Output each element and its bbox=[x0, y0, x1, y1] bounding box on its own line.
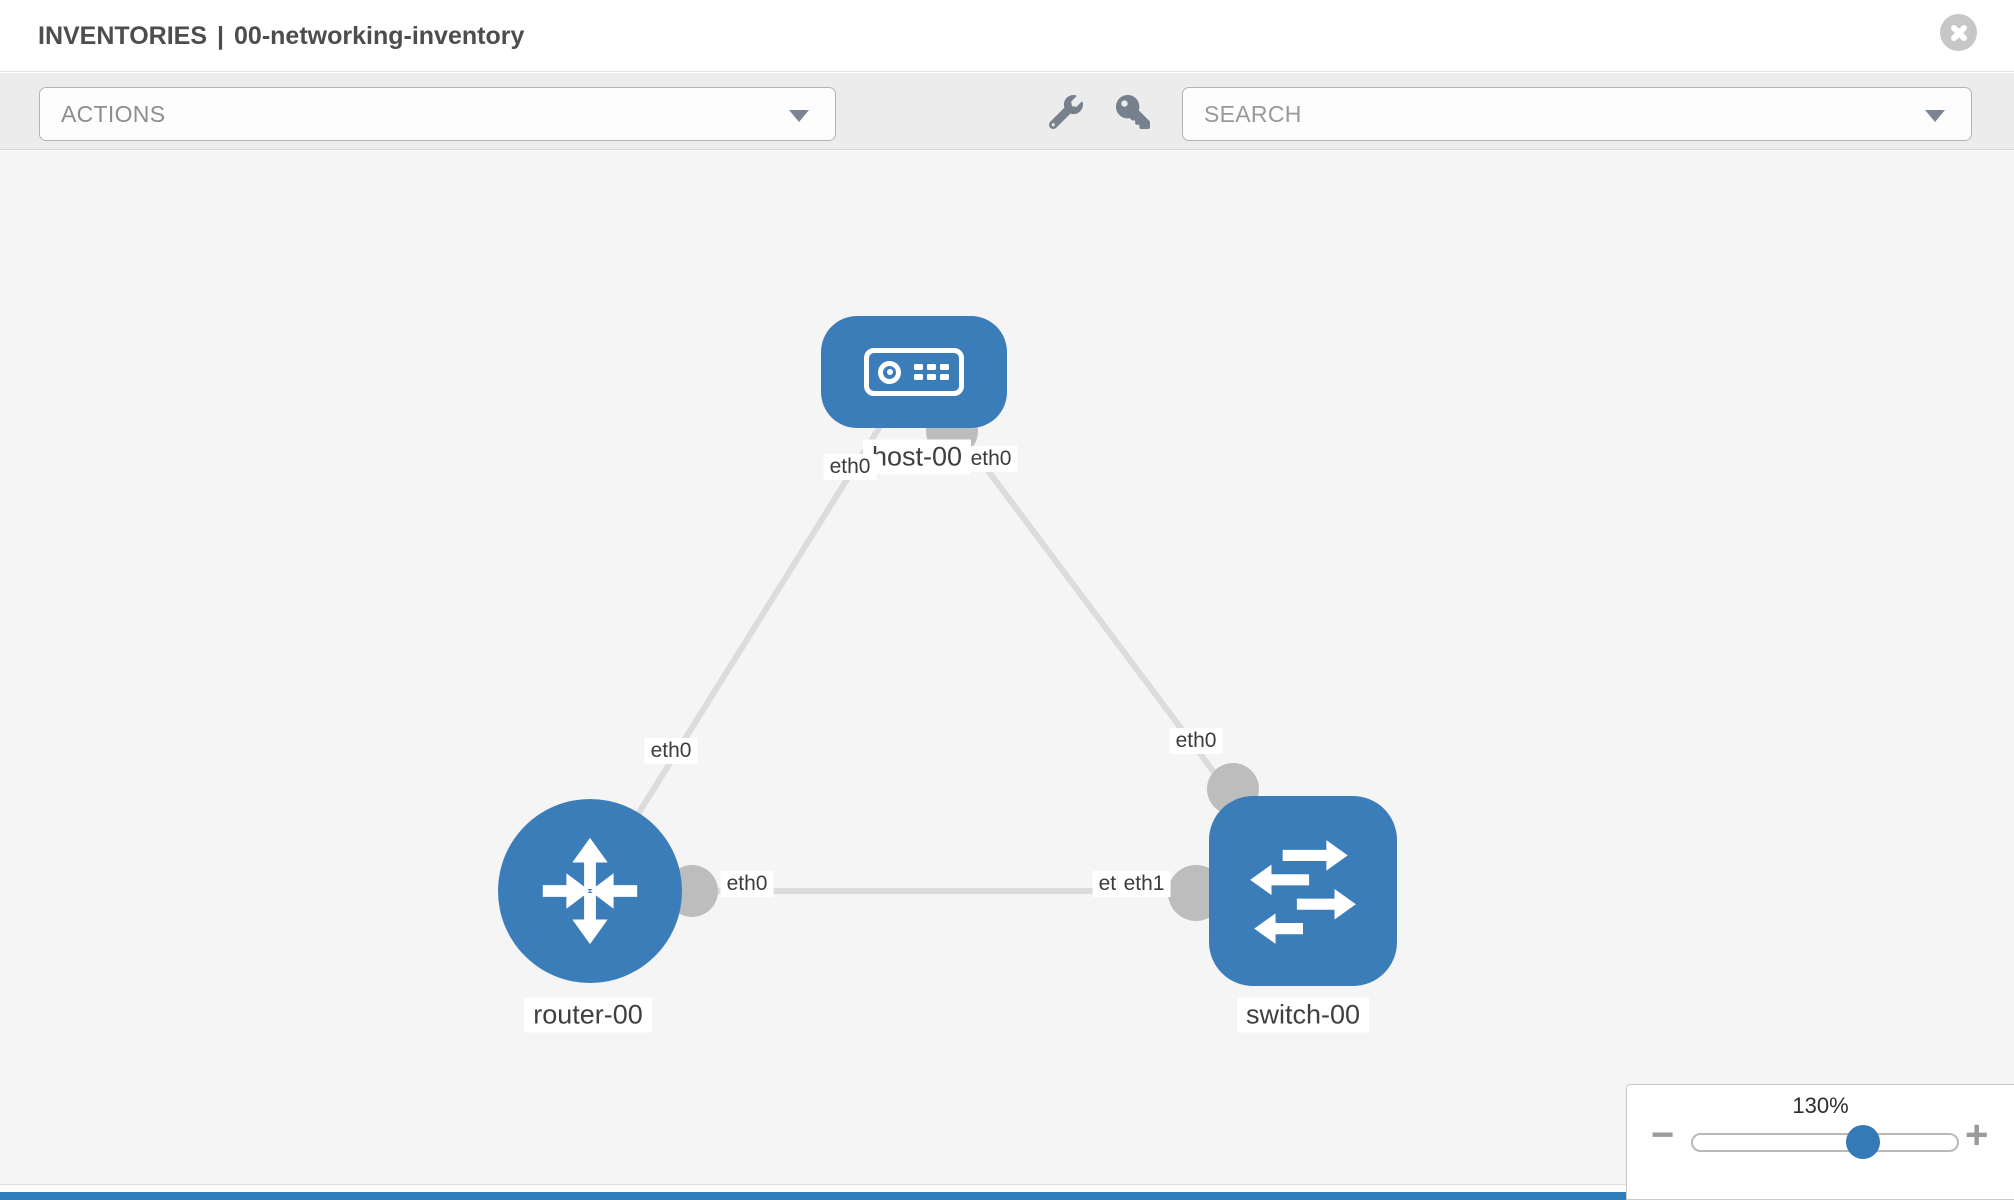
actions-dropdown[interactable]: ACTIONS bbox=[39, 87, 836, 141]
header-bar: INVENTORIES | 00-networking-inventory bbox=[0, 0, 2014, 72]
node-host-00[interactable] bbox=[821, 316, 1007, 428]
node-label-switch: switch-00 bbox=[1236, 997, 1370, 1033]
title-separator: | bbox=[217, 22, 225, 50]
node-label-host: host-00 bbox=[862, 439, 972, 475]
zoom-control-panel: 130% − + bbox=[1626, 1084, 2014, 1200]
wrench-icon[interactable] bbox=[1049, 95, 1083, 129]
bottom-blue-bar bbox=[0, 1192, 1626, 1200]
key-icon[interactable] bbox=[1116, 95, 1150, 129]
router-icon bbox=[542, 837, 638, 945]
zoom-level-value: 130% bbox=[1792, 1093, 1849, 1118]
actions-dropdown-label: ACTIONS bbox=[61, 101, 166, 127]
node-router-00[interactable] bbox=[498, 799, 682, 983]
interface-label-host-switch-host: eth0 bbox=[964, 446, 1018, 472]
page-title: INVENTORIES | 00-networking-inventory bbox=[38, 0, 524, 72]
switch-icon bbox=[1250, 840, 1356, 944]
chevron-down-icon bbox=[1925, 110, 1945, 122]
interface-label-router-switch-switch: eth1 bbox=[1117, 871, 1171, 897]
zoom-out-button[interactable]: − bbox=[1651, 1113, 1675, 1157]
zoom-slider-knob[interactable] bbox=[1846, 1125, 1880, 1159]
links-layer bbox=[587, 370, 1306, 921]
title-section: INVENTORIES bbox=[38, 22, 208, 50]
interface-label-host-router-router: eth0 bbox=[644, 738, 698, 764]
interface-label-host-switch-switch: eth0 bbox=[1169, 728, 1223, 754]
chevron-down-icon bbox=[789, 110, 809, 122]
server-icon bbox=[864, 348, 964, 396]
search-input[interactable] bbox=[1183, 88, 1971, 140]
interface-label-router-switch-router: eth0 bbox=[720, 871, 774, 897]
inventory-name: 00-networking-inventory bbox=[234, 22, 525, 50]
zoom-in-button[interactable]: + bbox=[1965, 1113, 1989, 1157]
toolbar: ACTIONS bbox=[0, 73, 2014, 150]
node-switch-00[interactable] bbox=[1209, 796, 1397, 986]
node-label-router: router-00 bbox=[524, 997, 652, 1033]
search-box bbox=[1182, 87, 1972, 141]
interface-label-host-router-host: eth0 bbox=[823, 454, 877, 480]
zoom-slider-track[interactable] bbox=[1691, 1133, 1959, 1152]
topology-canvas[interactable]: host-00 router-00 switch-00 eth0 eth0 et… bbox=[0, 151, 2014, 1200]
close-button[interactable] bbox=[1940, 14, 1977, 51]
